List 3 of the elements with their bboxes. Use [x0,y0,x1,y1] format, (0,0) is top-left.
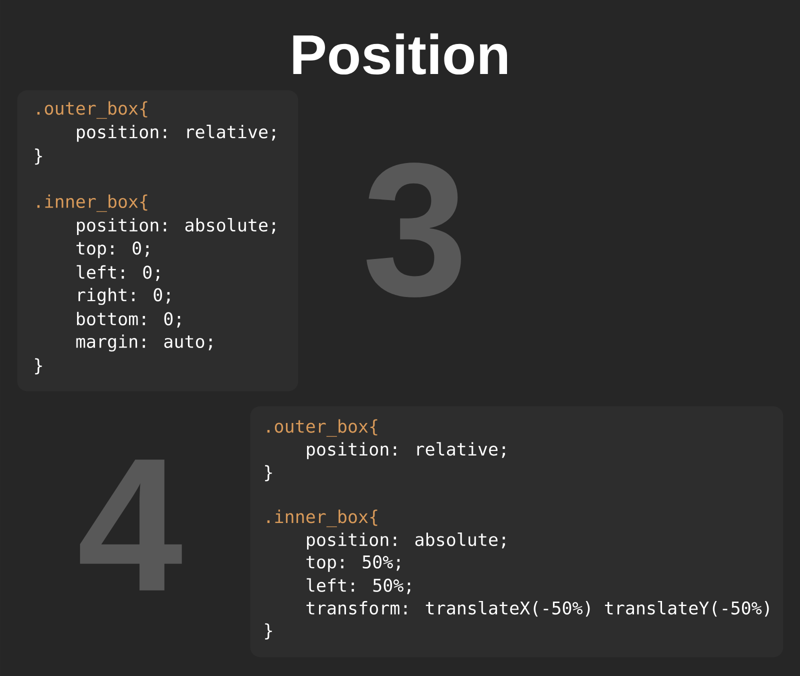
code-card: .outer_box{ position: relative; } .inner_box{ position: absolute; top: 50%; left: 50%; transform: translateX(-50%) translateY(-50%) } [250,406,784,658]
title: Position [293,33,507,75]
code-card: .outer_box{ position: relative; } .inner_box{ position: absolute; top: 0; left: 0; right: 0; bottom: 0; margin: auto; } [17,90,298,392]
